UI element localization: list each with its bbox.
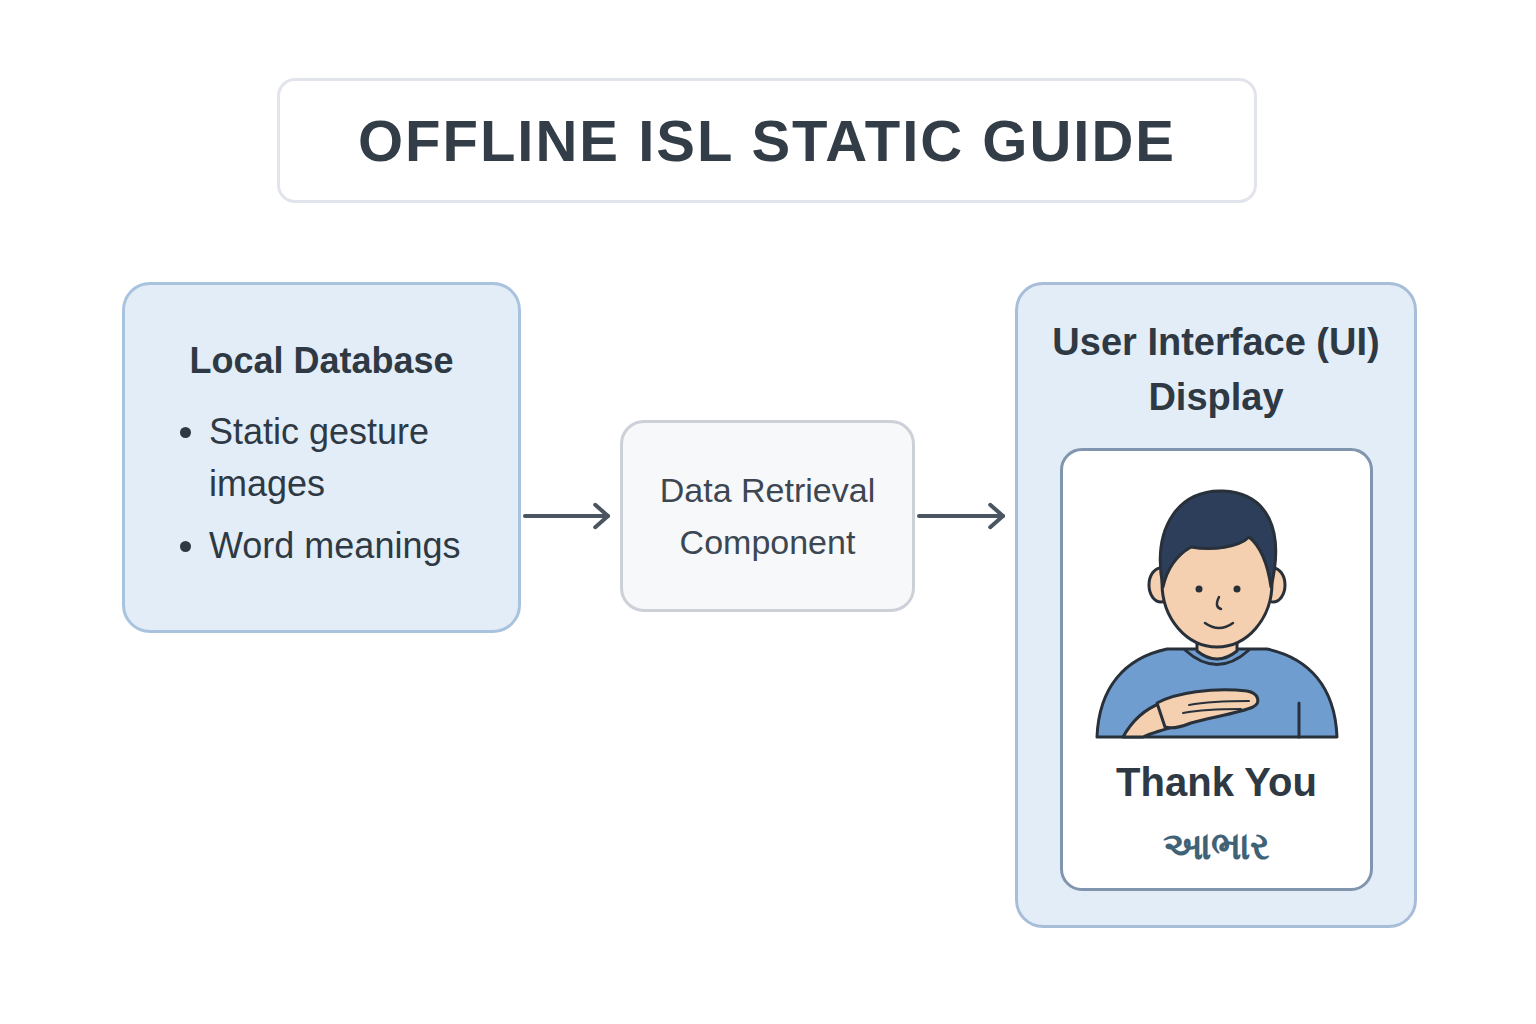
box-heading: Local Database bbox=[149, 337, 494, 384]
smile bbox=[1205, 623, 1233, 628]
flow-arrow bbox=[525, 505, 608, 527]
bullet-item: Static gesture images bbox=[209, 406, 498, 510]
nose bbox=[1217, 597, 1221, 609]
database-box: Local DatabaseStatic gesture imagesWord … bbox=[122, 282, 521, 633]
bullet-text: Word meanings bbox=[209, 525, 460, 566]
bullet-text: Static gesture images bbox=[209, 411, 429, 504]
arrow-line bbox=[919, 514, 1003, 518]
arrow-head bbox=[990, 505, 1003, 527]
flat-hand bbox=[1157, 690, 1258, 728]
shirt-fold bbox=[1298, 703, 1301, 737]
arrow-line bbox=[525, 514, 608, 518]
display-panel: User Interface (UI) Display Thank You આભા… bbox=[1015, 282, 1417, 928]
bullet-list: Static gesture imagesWord meanings bbox=[149, 406, 498, 572]
arrow-head bbox=[595, 505, 608, 527]
process-box: Data Retrieval Component bbox=[620, 420, 915, 612]
collar bbox=[1185, 650, 1249, 665]
bullet-item: Word meanings bbox=[209, 520, 498, 572]
eye-left bbox=[1196, 586, 1203, 593]
sign-card: Thank You આભાર bbox=[1060, 448, 1373, 891]
panel-heading: User Interface (UI) Display bbox=[1034, 315, 1398, 425]
eye-right bbox=[1234, 586, 1241, 593]
sign-word: Thank You bbox=[1073, 756, 1360, 808]
finger-lines bbox=[1183, 701, 1249, 713]
box-label: Data Retrieval Component bbox=[633, 464, 902, 568]
hair bbox=[1160, 491, 1275, 587]
person-illustration bbox=[1063, 451, 1370, 751]
sign-translation: આભાર bbox=[1073, 820, 1360, 872]
shirt bbox=[1097, 649, 1337, 737]
diagram-title: OFFLINE ISL STATIC GUIDE bbox=[277, 78, 1257, 203]
flow-arrow bbox=[919, 505, 1003, 527]
